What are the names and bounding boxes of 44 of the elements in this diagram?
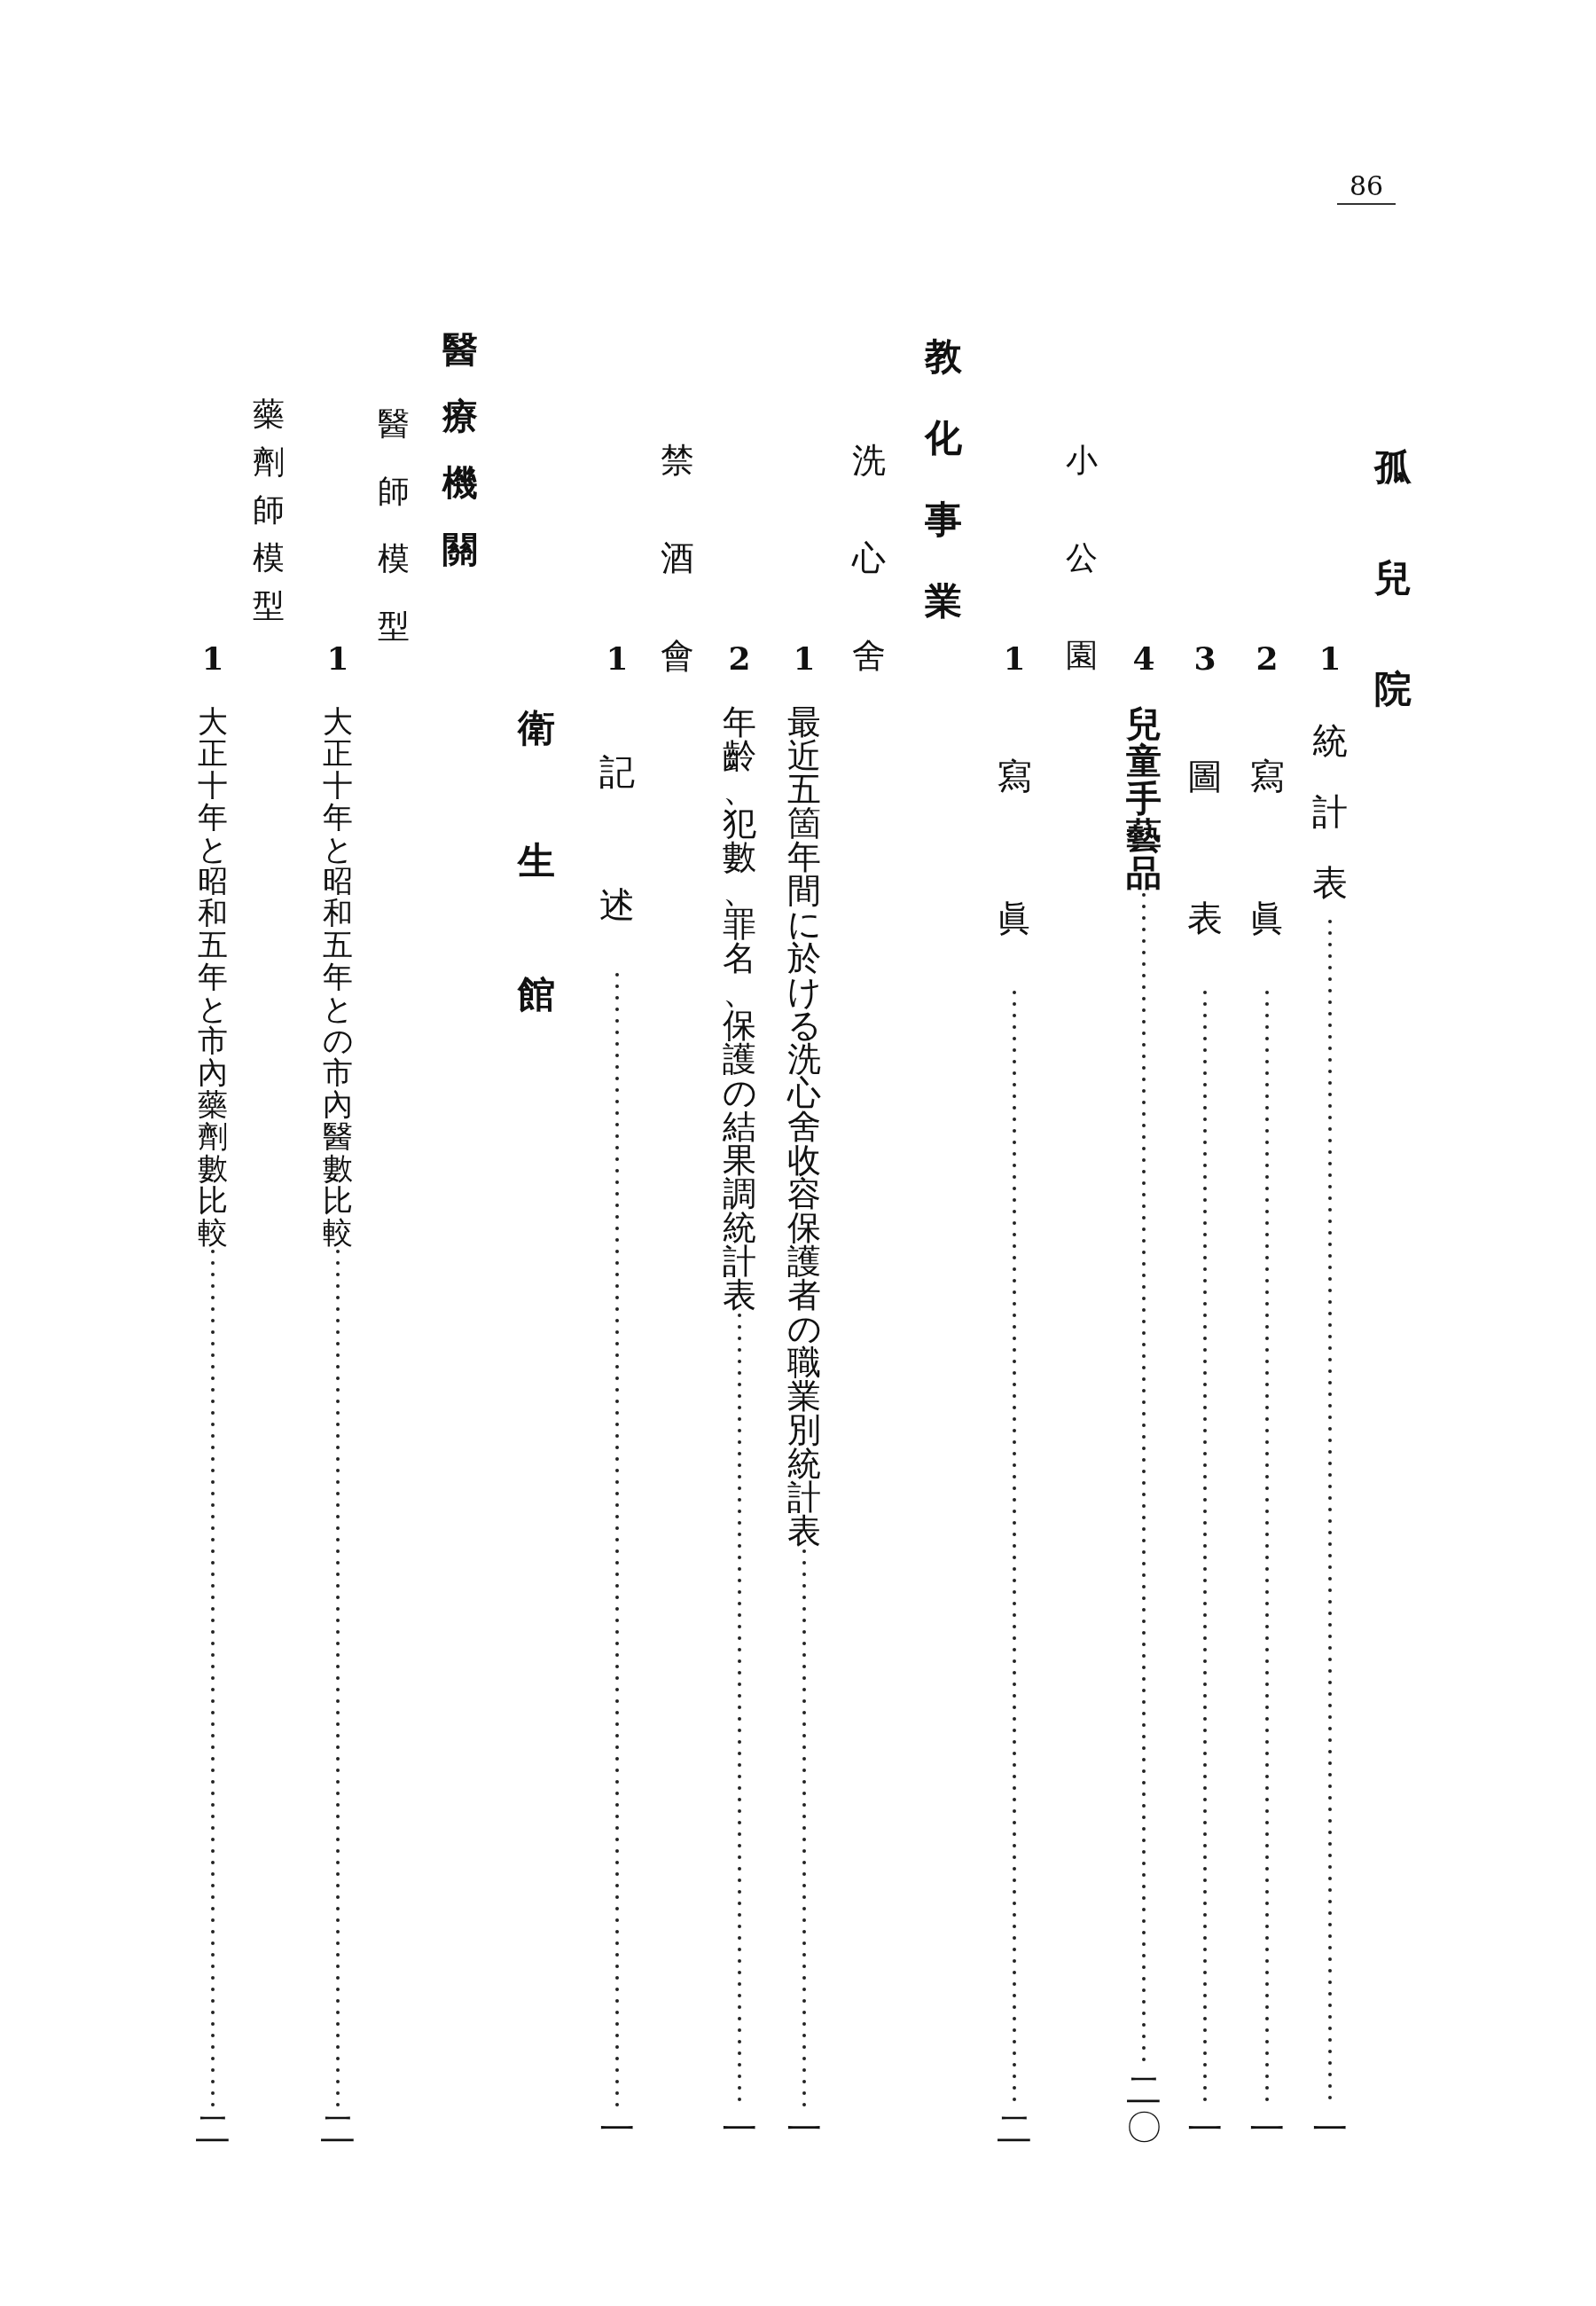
entry-title: 統計表 — [1311, 705, 1349, 918]
page-number: 二〇 — [1125, 2071, 1162, 2145]
section-heading: 禁酒會 — [660, 440, 695, 677]
entry-title: 兒童手藝品 — [1125, 705, 1162, 891]
section-heading: 藥劑師模型 — [252, 395, 286, 625]
item-number: 1 — [1318, 640, 1342, 676]
section-heading: 洗心舍 — [851, 440, 887, 677]
dot-leader — [802, 1549, 806, 2109]
entry-title: 最近五箇年間に於ける洗心舍收容保護者の職業別統計表 — [786, 705, 822, 1548]
entry-title: 大正十年と昭和五年との市內醫數比較 — [322, 705, 354, 1248]
page-number: 86 — [1337, 173, 1396, 205]
page-number: 二 — [319, 2111, 356, 2146]
section-heading: 醫師模型 — [377, 404, 411, 646]
page-number: 一 — [786, 2111, 823, 2146]
item-number: 4 — [1131, 640, 1156, 676]
entry-title: 寫眞 — [1248, 705, 1286, 989]
page-number: 二 — [194, 2111, 231, 2146]
dot-leader — [211, 1250, 215, 2109]
item-number: 2 — [1255, 640, 1279, 676]
dot-leader — [615, 973, 619, 2109]
page-number: 二 — [996, 2111, 1033, 2146]
section-heading: 小公園 — [1065, 441, 1099, 675]
page-number: 一 — [598, 2111, 636, 2146]
entry-title: 記述 — [598, 705, 636, 971]
dot-leader — [336, 1250, 340, 2109]
page-number: 一 — [1186, 2111, 1224, 2146]
item-number: 2 — [727, 640, 752, 676]
section-heading: 醫療機關 — [442, 327, 479, 571]
item-number: 1 — [605, 640, 630, 676]
item-number: 1 — [1002, 640, 1027, 676]
page-number: 一 — [1311, 2111, 1349, 2146]
page-number: 一 — [1248, 2111, 1286, 2146]
entry-title: 大正十年と昭和五年と市內藥劑數比較 — [197, 705, 229, 1248]
entry-title: 年齡、犯數、罪名、保護の結果調統計表 — [722, 705, 757, 1312]
section-heading: 衛生館 — [517, 705, 556, 1017]
page-number: 一 — [721, 2111, 758, 2146]
entry-title: 寫眞 — [996, 705, 1033, 989]
item-number: 1 — [325, 640, 350, 676]
section-heading: 教化事業 — [924, 333, 963, 624]
item-number: 1 — [792, 640, 817, 676]
section-heading: 孤兒院 — [1373, 444, 1412, 712]
entry-title: 圖表 — [1186, 705, 1224, 989]
item-number: 1 — [200, 640, 225, 676]
item-number: 3 — [1193, 640, 1217, 676]
